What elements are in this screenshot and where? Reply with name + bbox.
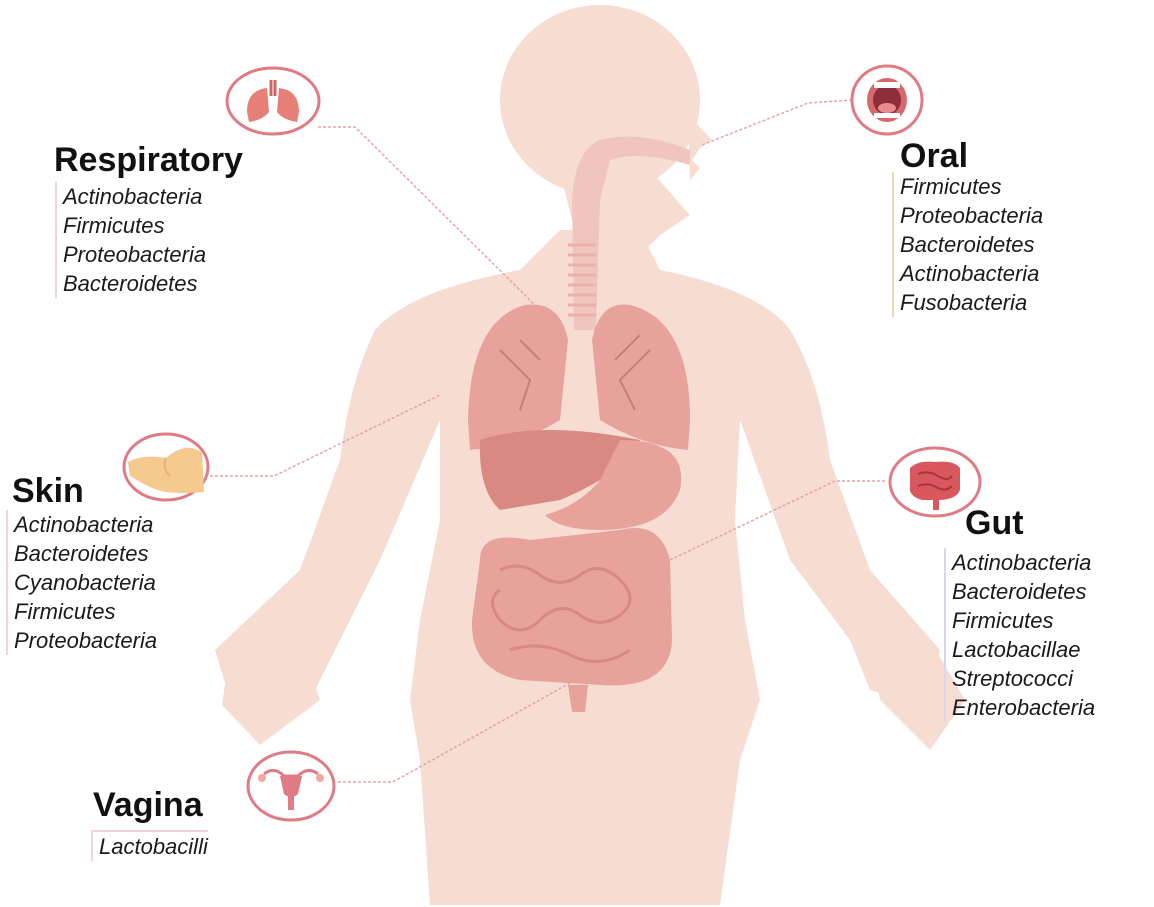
oral-title: Oral	[900, 139, 968, 173]
taxon-item: Streptococci	[952, 664, 1095, 693]
taxon-item: Enterobacteria	[952, 693, 1095, 722]
taxon-item: Proteobacteria	[14, 626, 157, 655]
taxon-item: Proteobacteria	[900, 201, 1043, 230]
taxon-item: Proteobacteria	[63, 240, 206, 269]
taxon-item: Bacteroidetes	[900, 230, 1043, 259]
taxon-item: Bacteroidetes	[63, 269, 206, 298]
respiratory-title: Respiratory	[54, 143, 243, 177]
gut-title: Gut	[965, 506, 1024, 540]
vagina-title: Vagina	[93, 788, 203, 822]
lungs-icon	[225, 66, 321, 136]
taxon-item: Firmicutes	[63, 211, 206, 240]
gut-taxa-list: Actinobacteria Bacteroidetes Firmicutes …	[944, 548, 1095, 722]
skin-title: Skin	[12, 474, 84, 508]
taxon-item: Cyanobacteria	[14, 568, 157, 597]
taxon-item: Actinobacteria	[14, 510, 157, 539]
taxon-item: Firmicutes	[14, 597, 157, 626]
taxon-item: Actinobacteria	[900, 259, 1043, 288]
taxon-item: Bacteroidetes	[14, 539, 157, 568]
respiratory-taxa-list: Actinobacteria Firmicutes Proteobacteria…	[55, 182, 206, 298]
taxon-item: Lactobacillae	[952, 635, 1095, 664]
vagina-taxa-list: Lactobacilli	[91, 830, 208, 861]
taxon-item: Lactobacilli	[99, 832, 208, 861]
taxon-item: Firmicutes	[952, 606, 1095, 635]
uterus-icon	[246, 750, 336, 822]
taxon-item: Bacteroidetes	[952, 577, 1095, 606]
skin-taxa-list: Actinobacteria Bacteroidetes Cyanobacter…	[6, 510, 157, 655]
skin-icon	[122, 432, 210, 502]
oral-taxa-list: Firmicutes Proteobacteria Bacteroidetes …	[892, 172, 1043, 317]
taxon-item: Actinobacteria	[952, 548, 1095, 577]
mouth-icon	[850, 64, 924, 136]
taxon-item: Fusobacteria	[900, 288, 1043, 317]
taxon-item: Firmicutes	[900, 172, 1043, 201]
taxon-item: Actinobacteria	[63, 182, 206, 211]
